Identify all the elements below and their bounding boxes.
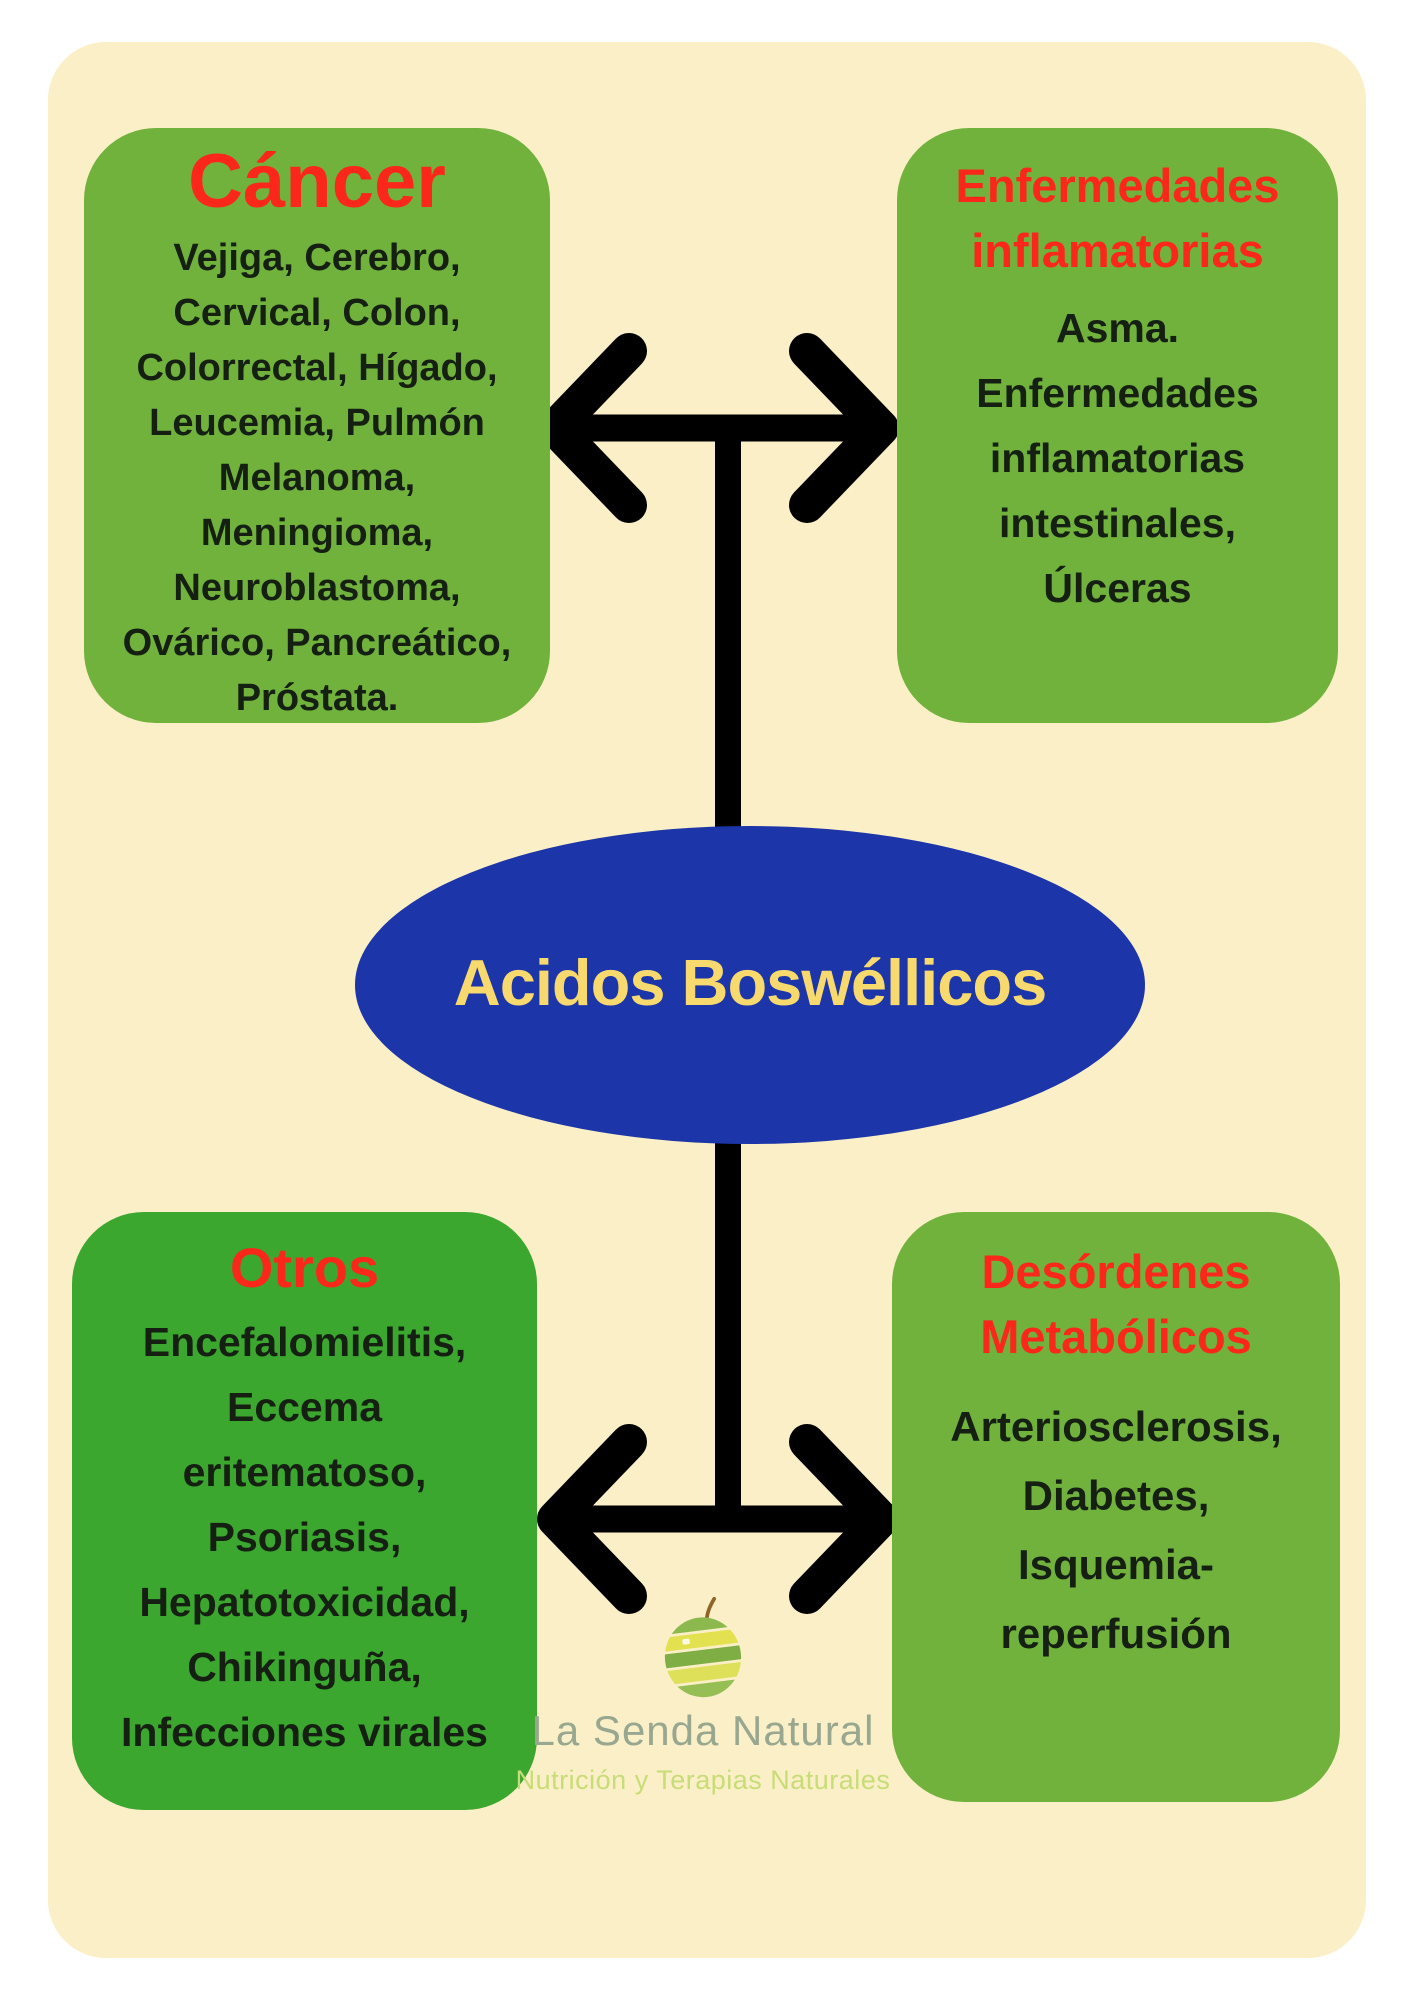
others-box-body: Encefalomielitis, Eccema eritematoso, Ps… [121,1319,488,1756]
metabolic-box: Desórdenes Metabólicos Arteriosclerosis,… [892,1212,1340,1802]
central-ellipse-label: Acidos Boswéllicos [453,945,1047,1019]
inflammatory-box: Enfermedades inflamatorias Asma. Enferme… [897,128,1338,723]
cancer-box: Cáncer Vejiga, Cerebro, Cervical, Colon,… [84,128,550,723]
logo-tagline: Nutrición y Terapias Naturales [515,1765,891,1795]
apple-peel-icon [660,1596,746,1700]
inflammatory-box-title: Enfermedades inflamatorias [955,159,1280,277]
metabolic-box-title: Desórdenes Metabólicos [980,1245,1252,1363]
cancer-box-body: Vejiga, Cerebro, Cervical, Colon, Colorr… [122,237,512,720]
logo-name: La Senda Natural [531,1707,875,1754]
others-box: Otros Encefalomielitis, Eccema eritemato… [72,1212,537,1810]
inflammatory-box-body: Asma. Enfermedades inflamatorias intesti… [976,304,1259,611]
metabolic-box-body: Arteriosclerosis, Diabetes, Isquemia- re… [950,1402,1282,1657]
central-ellipse: Acidos Boswéllicos [355,826,1145,1144]
brand-logo: La Senda Natural Nutrición y Terapias Na… [453,1596,953,1796]
cancer-box-title: Cáncer [188,139,446,224]
others-box-title: Otros [229,1236,380,1299]
